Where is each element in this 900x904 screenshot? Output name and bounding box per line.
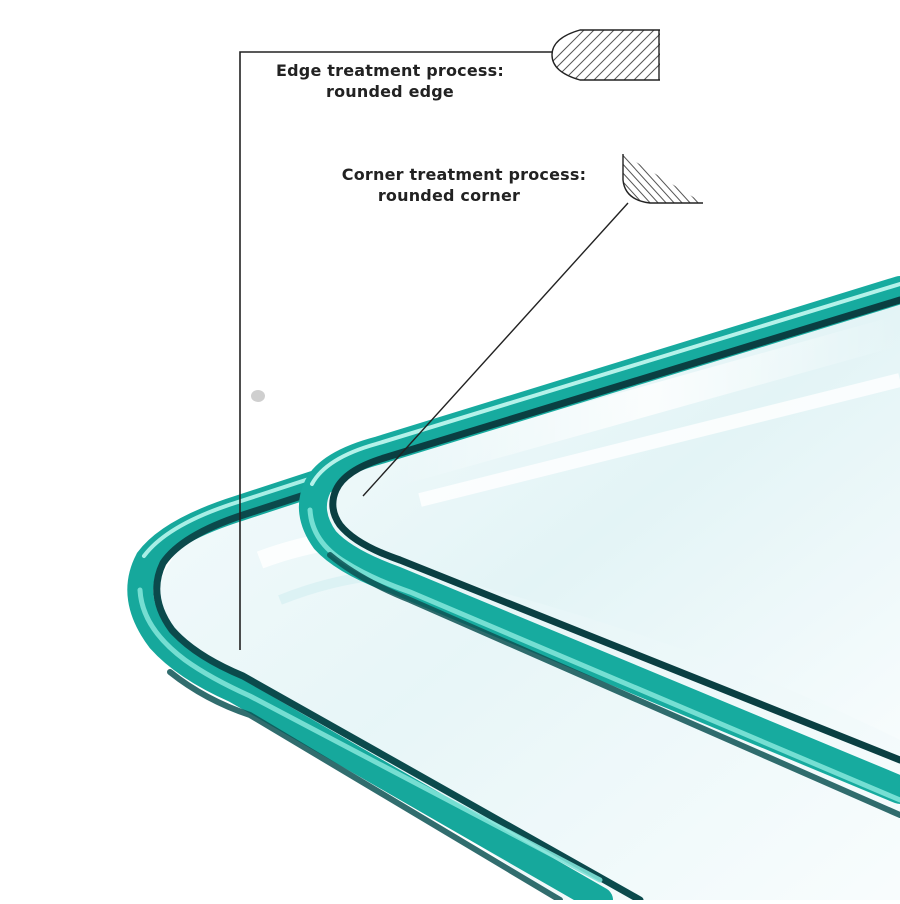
corner-treatment-label: Corner treatment process: rounded corner	[325, 164, 603, 206]
back-plate-rim-dark	[153, 296, 900, 904]
rounded-corner-profile-icon	[622, 154, 703, 204]
rounded-edge-profile-icon	[551, 29, 660, 81]
edge-treatment-value: rounded edge	[325, 82, 454, 101]
edge-treatment-title: Edge treatment process:	[276, 61, 504, 80]
marker-dot	[251, 390, 265, 402]
front-plate-rim-dark	[329, 296, 900, 764]
edge-leader-line	[239, 51, 552, 650]
edge-treatment-label: Edge treatment process: rounded edge	[262, 60, 518, 102]
corner-treatment-title: Corner treatment process:	[341, 165, 587, 184]
corner-leader-line	[362, 202, 629, 497]
corner-treatment-value: rounded corner	[377, 186, 521, 205]
back-plate-rim-highlight	[142, 285, 900, 558]
front-plate-rim-outer	[298, 276, 900, 804]
front-plate-rim-highlight	[310, 282, 900, 486]
front-glass-plate	[298, 276, 900, 818]
